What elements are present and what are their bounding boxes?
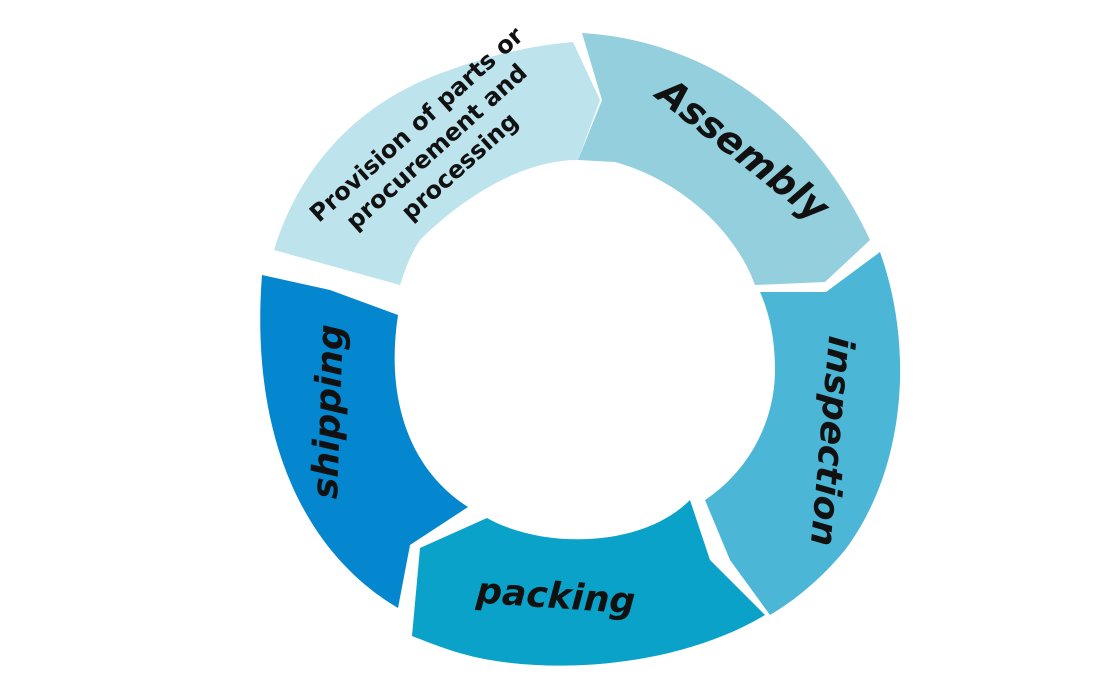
stage-packing-arrow xyxy=(412,500,765,666)
stage-shipping-arrow xyxy=(260,275,468,608)
stage-assembly-arrow xyxy=(578,33,870,285)
stage-inspection-arrow xyxy=(705,252,901,615)
stage-shipping-label: shipping xyxy=(305,324,352,500)
stage-provision-arrow xyxy=(274,42,600,285)
